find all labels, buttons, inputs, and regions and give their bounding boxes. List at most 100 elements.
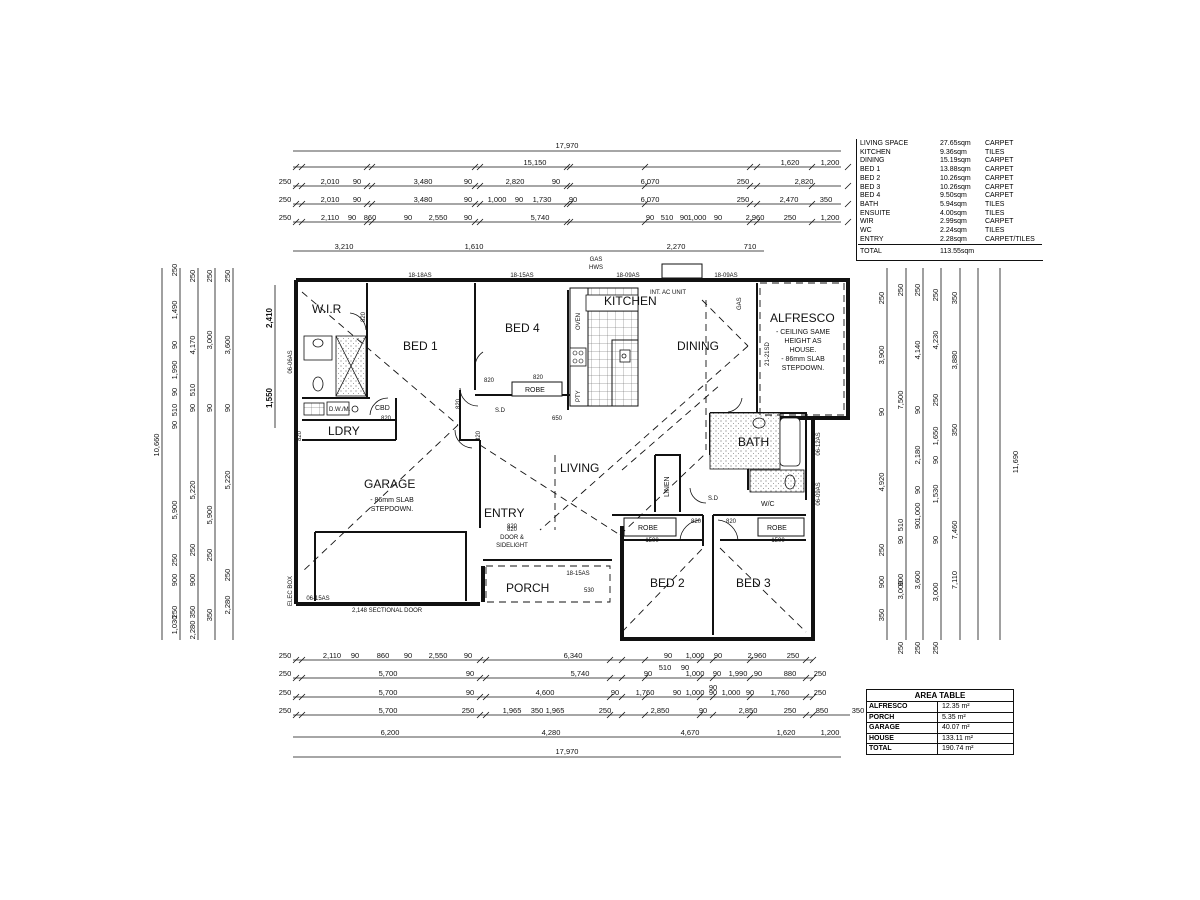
right-dim-label: 3,600 bbox=[913, 571, 922, 590]
room-dining-label: DINING bbox=[677, 339, 719, 353]
right-dim-label: 250 bbox=[931, 289, 940, 302]
dimension-tick bbox=[482, 674, 490, 682]
top-dim-label: 2,960 bbox=[746, 213, 765, 222]
window-code-label: 18-09AS bbox=[714, 273, 737, 279]
alfresco-note-line: HOUSE. bbox=[790, 347, 817, 354]
oven-label: OVEN bbox=[576, 313, 582, 330]
dimension-tick bbox=[618, 693, 626, 701]
right-dim-label: 900 bbox=[877, 576, 886, 589]
right-dim-label: 350 bbox=[877, 609, 886, 622]
dimension-tick bbox=[746, 693, 754, 701]
dimension-tick bbox=[844, 218, 852, 226]
room-wc-label: W/C bbox=[761, 501, 775, 508]
window-code-label: 18-09AS bbox=[616, 273, 639, 279]
dimension-tick bbox=[809, 693, 817, 701]
bottom-dim-label: 250 bbox=[787, 651, 800, 660]
dimension-tick bbox=[368, 218, 376, 226]
room-bed1-label: BED 1 bbox=[403, 339, 438, 353]
room-ldry-label: LDRY bbox=[328, 424, 360, 438]
dimension-tick bbox=[298, 674, 306, 682]
dimension-tick bbox=[368, 200, 376, 208]
area-table-name: GARAGE bbox=[867, 723, 938, 733]
right-dim-label: 90 bbox=[913, 521, 922, 529]
fixtures bbox=[303, 263, 845, 603]
room-bed2-label: BED 2 bbox=[650, 576, 685, 590]
top-dim-label: 1,200 bbox=[821, 213, 840, 222]
dimension-tick bbox=[641, 163, 649, 171]
dimension-tick bbox=[298, 163, 306, 171]
dimension-tick bbox=[368, 163, 376, 171]
room-bath-label: BATH bbox=[738, 435, 769, 449]
dimension-tick bbox=[363, 182, 371, 190]
left-dim-label: 250 bbox=[205, 549, 214, 562]
bottom-dim-label: 90 bbox=[713, 669, 721, 678]
area-table-name: PORCH bbox=[867, 712, 938, 722]
right-dim-label: 350 bbox=[950, 424, 959, 437]
dimension-tick bbox=[368, 182, 376, 190]
dimension-tick bbox=[363, 200, 371, 208]
top-dim-label: 1,620 bbox=[781, 158, 800, 167]
bottom-dim-label: 1,000 bbox=[722, 688, 741, 697]
top-dim-label: 3,480 bbox=[414, 177, 433, 186]
dimension-tick bbox=[753, 182, 761, 190]
left-dim-label: 5,900 bbox=[205, 506, 214, 525]
bottom-dim-label: 2,960 bbox=[748, 651, 767, 660]
dimension-tick bbox=[809, 656, 817, 664]
dimension-tick bbox=[753, 200, 761, 208]
door-width-label: 820 bbox=[726, 519, 737, 525]
bottom-dim-label: 90 bbox=[611, 688, 619, 697]
bottom-dim-label: 6,200 bbox=[381, 728, 400, 737]
dimension-tick bbox=[566, 200, 574, 208]
top-dim-label: 5,740 bbox=[531, 213, 550, 222]
right-dim-label: 2,180 bbox=[913, 446, 922, 465]
schedule-finish: TILES bbox=[985, 209, 1005, 217]
garage-note-line: STEPDOWN. bbox=[371, 506, 413, 513]
top-dim-label: 1,730 bbox=[533, 195, 552, 204]
bottom-dim-label: 2,850 bbox=[739, 706, 758, 715]
dimension-tick bbox=[808, 218, 816, 226]
top-dim-label: 2,820 bbox=[795, 177, 814, 186]
schedule-room: LIVING SPACE bbox=[860, 140, 909, 147]
dimension-tick bbox=[808, 163, 816, 171]
bottom-dim-label: 880 bbox=[784, 669, 797, 678]
dimension-tick bbox=[292, 163, 300, 171]
bottom-dim-label: 2,550 bbox=[429, 651, 448, 660]
smoke-detector-2: S.D bbox=[708, 496, 719, 502]
left-dim-label: 90 bbox=[170, 388, 179, 396]
alfresco-note-line: STEPDOWN. bbox=[782, 365, 824, 372]
bottom-overall-dim: 17,970 bbox=[556, 747, 579, 756]
window-code-label: 06-06AS bbox=[288, 350, 294, 373]
dimension-tick bbox=[363, 218, 371, 226]
left-dim-label: 2,280 bbox=[223, 596, 232, 615]
dimension-tick bbox=[606, 674, 614, 682]
dimension-tick bbox=[566, 182, 574, 190]
top-dim-label: 2,470 bbox=[780, 195, 799, 204]
dimension-tick bbox=[709, 711, 717, 719]
top-dim-label: 15,150 bbox=[524, 158, 547, 167]
smoke-detector-1: S.D bbox=[495, 408, 506, 414]
top-dim-label: 90 bbox=[404, 213, 412, 222]
area-table-value: 12.35 m² bbox=[942, 703, 970, 710]
top-dim-label: 2,270 bbox=[667, 242, 686, 251]
bottom-dim-label: 1,965 bbox=[546, 706, 565, 715]
right-dim-label: 4,140 bbox=[913, 341, 922, 360]
schedule-finish: CARPET bbox=[985, 192, 1014, 200]
dimension-tick bbox=[566, 218, 574, 226]
bottom-dim-label: 1,990 bbox=[729, 669, 748, 678]
schedule-area: 10.26sqm bbox=[940, 183, 971, 191]
top-dim-label: 2,010 bbox=[321, 195, 340, 204]
right-dim-label: 250 bbox=[877, 292, 886, 305]
bottom-dim-label: 6,340 bbox=[564, 651, 583, 660]
bottom-dim-label: 5,740 bbox=[571, 669, 590, 678]
area-table-value: 5.35 m² bbox=[942, 713, 966, 721]
top-dim-label: 90 bbox=[353, 195, 361, 204]
door-width-label: 820 bbox=[533, 375, 544, 381]
robe-bed2-label: ROBE bbox=[638, 525, 658, 532]
top-dim-label: 90 bbox=[464, 177, 472, 186]
door-swings bbox=[349, 312, 743, 541]
